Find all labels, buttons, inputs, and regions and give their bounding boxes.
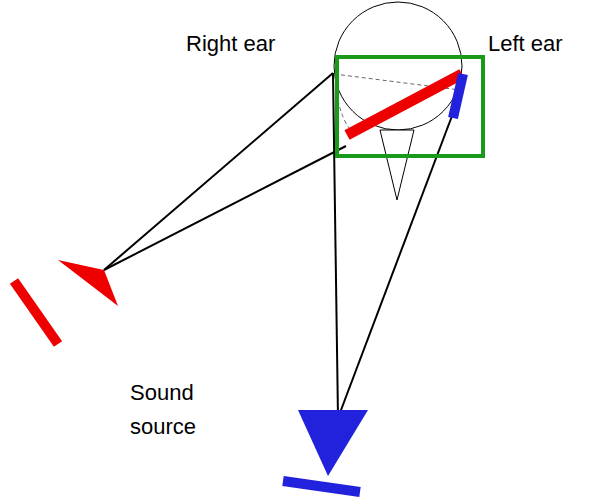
sound-path [104,73,333,270]
blue-delay-bar [453,74,463,118]
speaker-body [283,481,360,492]
sound-path [338,100,458,418]
speaker-cone [58,260,118,306]
nose [380,130,414,200]
ear-label: Right ear [186,27,275,61]
dashed-arc [338,100,352,132]
source-label: Sound source [130,376,210,444]
speaker-cone [298,410,368,476]
ear-label: Left ear [488,27,563,61]
sound-path [104,146,346,270]
red-delay-bar [347,74,462,135]
highlight-box [337,57,483,156]
speaker-body [14,281,58,344]
